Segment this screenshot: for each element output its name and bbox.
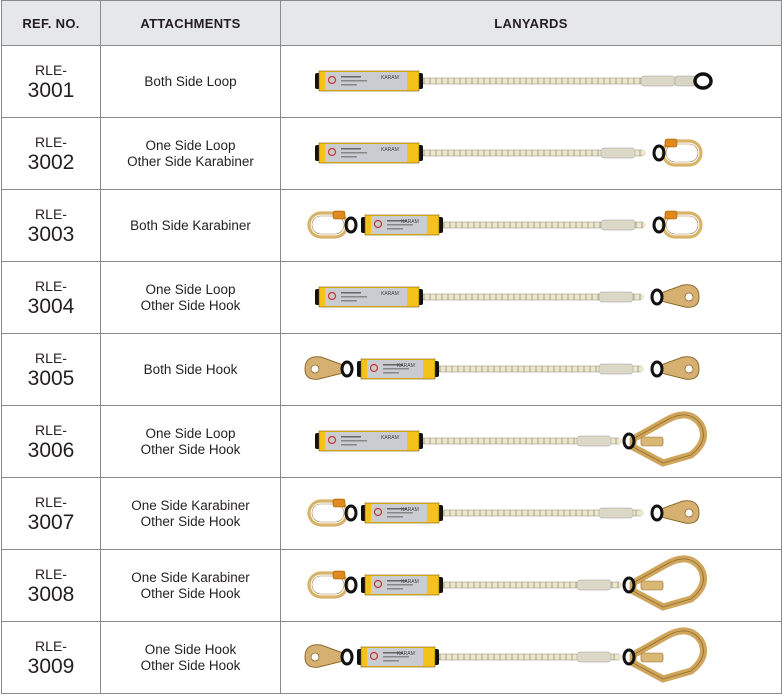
attachments-cell: Both Side Hook [100, 333, 281, 406]
lanyard-image: KARAM [304, 356, 700, 380]
attachment-description: One Side Karabiner [131, 497, 250, 513]
ref-no-cell: RLE-3002 [1, 117, 101, 190]
attachment-description: One Side Karabiner [131, 569, 250, 585]
ref-prefix: RLE- [35, 205, 67, 222]
ref-no-cell: RLE-3009 [1, 621, 101, 694]
lanyard-image: KARAM [307, 210, 703, 239]
attachment-description: Other Side Hook [140, 585, 241, 601]
lanyard-cell: KARAM [280, 549, 782, 622]
attachment-description: Other Side Hook [140, 513, 241, 529]
ref-no-cell: RLE-3004 [1, 261, 101, 334]
attachment-description: One Side Loop [145, 137, 236, 153]
lanyard-image: KARAM [304, 627, 707, 683]
table-row: RLE-3003 Both Side Karabiner KARAM [1, 189, 782, 262]
lanyard-cell: KARAM [280, 333, 782, 406]
ref-no-cell: RLE-3005 [1, 333, 101, 406]
svg-text:KARAM: KARAM [397, 363, 415, 369]
svg-text:KARAM: KARAM [401, 579, 419, 585]
svg-text:KARAM: KARAM [381, 291, 399, 297]
ref-prefix: RLE- [35, 61, 67, 78]
table-row: RLE-3001 Both Side Loop KARAM [1, 45, 782, 118]
ref-prefix: RLE- [35, 637, 67, 654]
lanyard-image: KARAM [307, 498, 700, 527]
ref-number: 3006 [27, 438, 75, 462]
lanyard-image: KARAM [315, 411, 707, 467]
header-ref-no: REF. NO. [1, 0, 101, 46]
attachment-description: One Side Loop [145, 425, 236, 441]
svg-text:KARAM: KARAM [397, 651, 415, 657]
ref-number: 3008 [27, 582, 75, 606]
ref-number: 3003 [27, 222, 75, 246]
ref-no-cell: RLE-3008 [1, 549, 101, 622]
ref-no-cell: RLE-3007 [1, 477, 101, 550]
lanyard-image: KARAM [315, 70, 713, 92]
svg-text:KARAM: KARAM [401, 219, 419, 225]
ref-number: 3004 [27, 294, 75, 318]
ref-number: 3005 [27, 366, 75, 390]
ref-number: 3007 [27, 510, 75, 534]
lanyard-image: KARAM [315, 284, 700, 308]
lanyard-cell: KARAM [280, 477, 782, 550]
ref-no-cell: RLE-3003 [1, 189, 101, 262]
header-row: REF. NO. ATTACHMENTS LANYARDS [1, 0, 782, 46]
attachments-cell: Both Side Loop [100, 45, 281, 118]
ref-prefix: RLE- [35, 277, 67, 294]
lanyard-image: KARAM [307, 555, 707, 611]
attachment-description: Both Side Loop [144, 73, 237, 89]
lanyard-cell: KARAM [280, 405, 782, 478]
svg-text:KARAM: KARAM [381, 435, 399, 441]
attachment-description: Other Side Hook [140, 657, 241, 673]
attachment-description: Both Side Hook [143, 361, 238, 377]
ref-prefix: RLE- [35, 133, 67, 150]
ref-no-cell: RLE-3006 [1, 405, 101, 478]
lanyard-cell: KARAM [280, 261, 782, 334]
attachment-description: One Side Hook [144, 641, 237, 657]
ref-prefix: RLE- [35, 493, 67, 510]
svg-text:KARAM: KARAM [381, 147, 399, 153]
ref-prefix: RLE- [35, 349, 67, 366]
ref-number: 3001 [27, 78, 75, 102]
svg-text:KARAM: KARAM [401, 507, 419, 513]
lanyard-image: KARAM [315, 138, 703, 167]
svg-text:KARAM: KARAM [381, 75, 399, 81]
attachment-description: Other Side Hook [140, 297, 241, 313]
table-row: RLE-3005 Both Side Hook KARAM [1, 333, 782, 406]
header-attachments: ATTACHMENTS [100, 0, 281, 46]
attachments-cell: Both Side Karabiner [100, 189, 281, 262]
ref-number: 3002 [27, 150, 75, 174]
lanyard-cell: KARAM [280, 189, 782, 262]
lanyard-cell: KARAM [280, 117, 782, 190]
attachment-description: One Side Loop [145, 281, 236, 297]
lanyard-cell: KARAM [280, 621, 782, 694]
ref-number: 3009 [27, 654, 75, 678]
ref-no-cell: RLE-3001 [1, 45, 101, 118]
attachment-description: Other Side Hook [140, 441, 241, 457]
header-lanyards: LANYARDS [280, 0, 782, 46]
ref-prefix: RLE- [35, 565, 67, 582]
attachment-description: Both Side Karabiner [130, 217, 251, 233]
lanyard-cell: KARAM [280, 45, 782, 118]
ref-prefix: RLE- [35, 421, 67, 438]
attachment-description: Other Side Karabiner [127, 153, 254, 169]
